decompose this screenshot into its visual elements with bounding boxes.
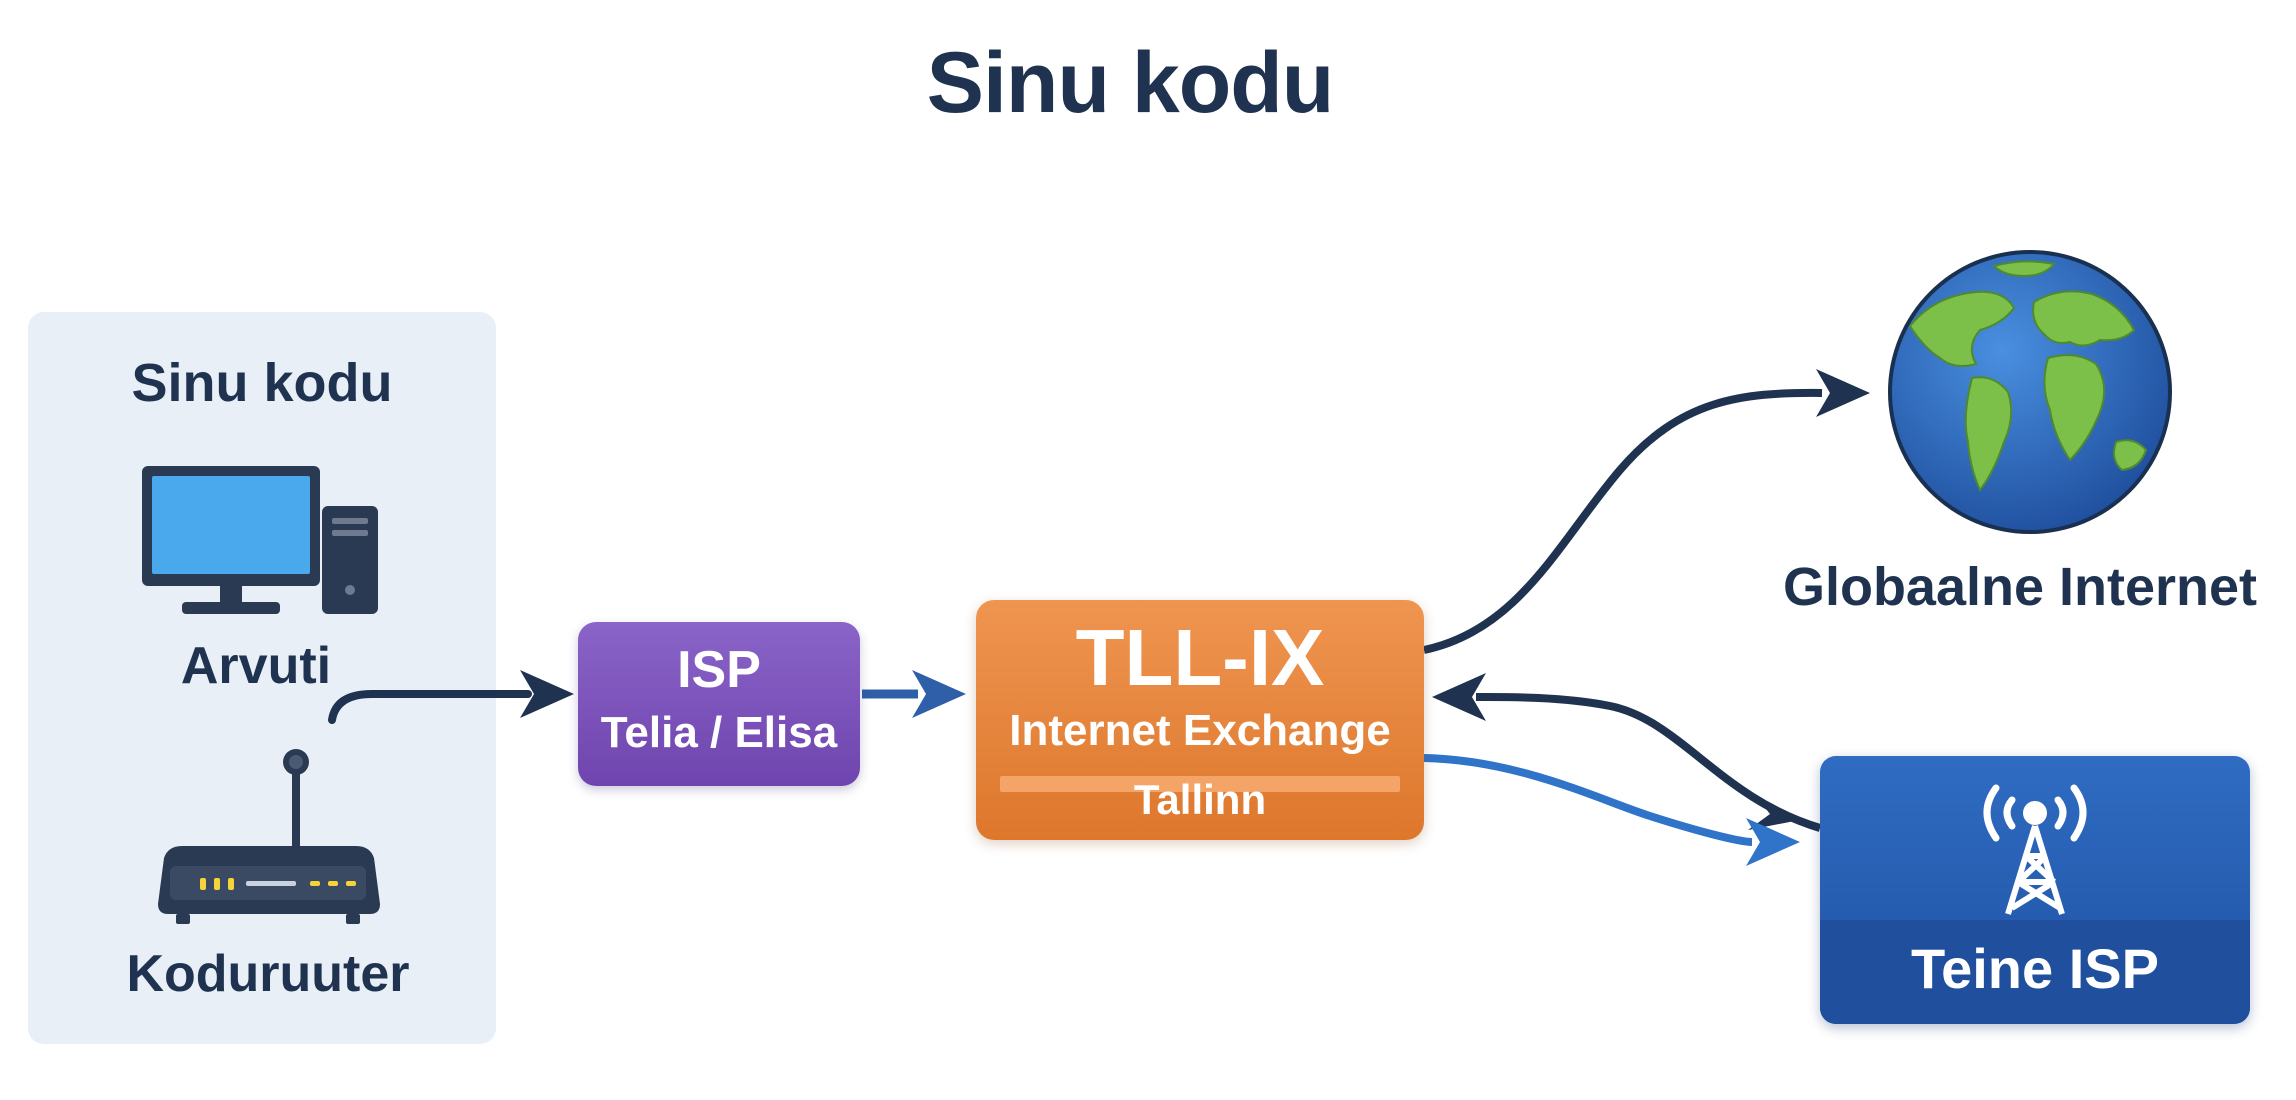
computer-label: Arvuti — [180, 637, 332, 695]
internet-exchange-stripe — [1000, 776, 1400, 792]
global-internet-label: Globaalne Internet — [1782, 557, 2258, 617]
internet-exchange-title: TLL-IX — [1075, 613, 1325, 702]
link-other-isp-to-ix — [1475, 692, 1822, 832]
arrowhead-ix — [912, 670, 966, 718]
arrowhead-globe — [1816, 369, 1870, 417]
cell-tower-icon — [1983, 784, 2087, 915]
page-title: Sinu kodu — [926, 35, 1335, 131]
router-icon — [158, 749, 380, 924]
globe-icon — [1888, 250, 2172, 534]
isp-providers: Telia / Elisa — [600, 708, 838, 757]
other-isp-label: Teine ISP — [1911, 937, 2159, 1000]
arrowhead-ix-return — [1432, 673, 1486, 721]
internet-exchange-subtitle: Internet Exchange — [1009, 706, 1391, 755]
isp-box — [578, 622, 860, 786]
link-ix-to-other-isp — [1423, 754, 1753, 846]
internet-exchange-box — [976, 600, 1424, 840]
arrowhead-isp — [520, 670, 574, 718]
computer-icon — [142, 466, 378, 614]
isp-title: ISP — [677, 641, 761, 699]
internet-exchange-city: Tallinn — [1133, 776, 1267, 823]
home-panel — [28, 312, 496, 1044]
arrowhead-other-isp-blue — [1746, 818, 1800, 866]
other-isp-label-band — [1820, 920, 2250, 1024]
link-ix-to-globe — [1423, 388, 1823, 654]
arrowhead-other-isp-dark — [1748, 794, 1800, 830]
link-router-to-isp — [328, 690, 532, 724]
router-label: Koduruuter — [126, 945, 410, 1003]
home-panel-title: Sinu kodu — [131, 353, 393, 413]
